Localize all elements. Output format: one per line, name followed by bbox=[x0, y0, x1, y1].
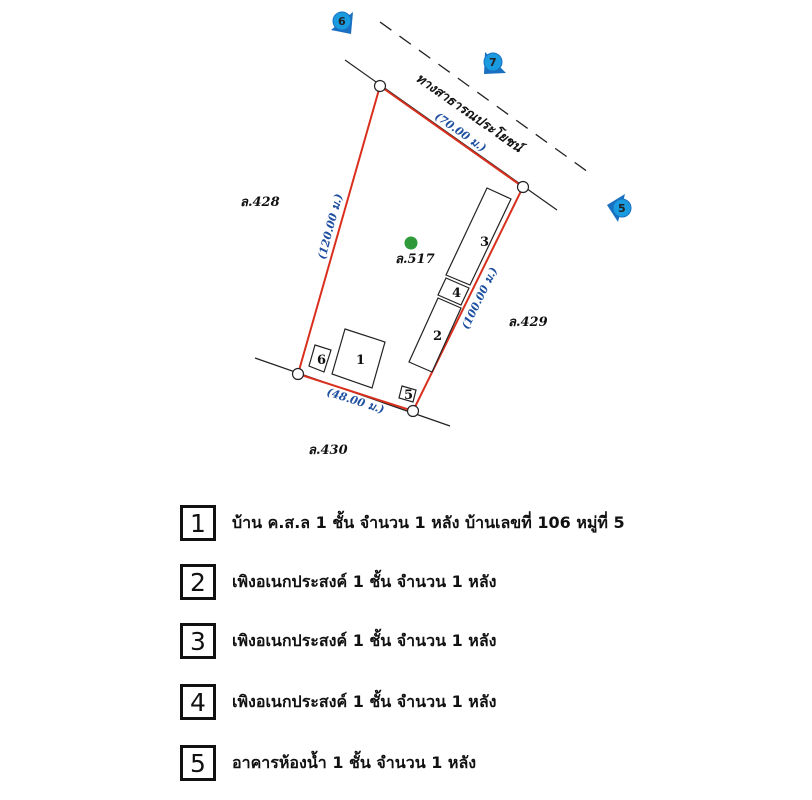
building-6 bbox=[308, 344, 332, 373]
legend-number-box: 3 bbox=[180, 623, 216, 659]
legend-item-1: 1 บ้าน ค.ส.ล 1 ชั้น จำนวน 1 หลัง บ้านเลข… bbox=[180, 505, 625, 541]
legend-number-box: 1 bbox=[180, 505, 216, 541]
plot-center-dot bbox=[404, 236, 418, 250]
building-label-3: 3 bbox=[480, 235, 489, 250]
building-5 bbox=[398, 385, 417, 403]
legend-item-5: 5 อาคารห้องน้ำ 1 ชั้น จำนวน 1 หลัง bbox=[180, 745, 476, 781]
plot-label: ล.517 bbox=[395, 252, 435, 267]
legend-number-box: 2 bbox=[180, 564, 216, 600]
building-label-2: 2 bbox=[433, 329, 442, 344]
legend-text: บ้าน ค.ส.ล 1 ชั้น จำนวน 1 หลัง บ้านเลขที… bbox=[232, 512, 625, 532]
dimension-south: (48.00 ม.) bbox=[325, 385, 386, 416]
building-label-4: 4 bbox=[452, 286, 461, 301]
neighbor-west: ล.428 bbox=[240, 195, 280, 210]
legend-item-2: 2 เพิงอเนกประสงค์ 1 ชั้น จำนวน 1 หลัง bbox=[180, 564, 496, 600]
legend-text: เพิงอเนกประสงค์ 1 ชั้น จำนวน 1 หลัง bbox=[232, 691, 497, 711]
corner-pin bbox=[291, 367, 305, 381]
legend-item-3: 3 เพิงอเนกประสงค์ 1 ชั้น จำนวน 1 หลัง bbox=[180, 623, 496, 659]
legend-number-box: 4 bbox=[180, 684, 216, 720]
corner-pin bbox=[516, 180, 530, 194]
view-marker-5: 5 bbox=[607, 194, 632, 222]
view-marker-7: 7 bbox=[483, 52, 506, 74]
legend-number-box: 5 bbox=[180, 745, 216, 781]
building-1 bbox=[331, 328, 386, 389]
view-marker-6: 6 bbox=[331, 11, 353, 34]
neighbor-south: ล.430 bbox=[308, 443, 348, 458]
legend-text: อาคารห้องน้ำ 1 ชั้น จำนวน 1 หลัง bbox=[232, 752, 477, 772]
road-line bbox=[379, 21, 589, 173]
building-2 bbox=[408, 297, 462, 373]
legend-text: เพิงอเนกประสงค์ 1 ชั้น จำนวน 1 หลัง bbox=[232, 571, 497, 591]
building-4 bbox=[437, 277, 470, 306]
legend-item-4: 4 เพิงอเนกประสงค์ 1 ชั้น จำนวน 1 หลัง bbox=[180, 684, 496, 720]
neighbor-east: ล.429 bbox=[508, 315, 548, 330]
building-label-5: 5 bbox=[404, 388, 413, 403]
svg-text:6: 6 bbox=[338, 15, 346, 28]
building-3 bbox=[445, 187, 512, 286]
svg-text:7: 7 bbox=[489, 56, 497, 69]
building-label-6: 6 bbox=[317, 353, 326, 368]
corner-pin bbox=[373, 79, 387, 93]
building-label-1: 1 bbox=[356, 353, 365, 368]
corner-pin bbox=[406, 404, 420, 418]
svg-text:5: 5 bbox=[618, 202, 626, 215]
legend-text: เพิงอเนกประสงค์ 1 ชั้น จำนวน 1 หลัง bbox=[232, 630, 497, 650]
